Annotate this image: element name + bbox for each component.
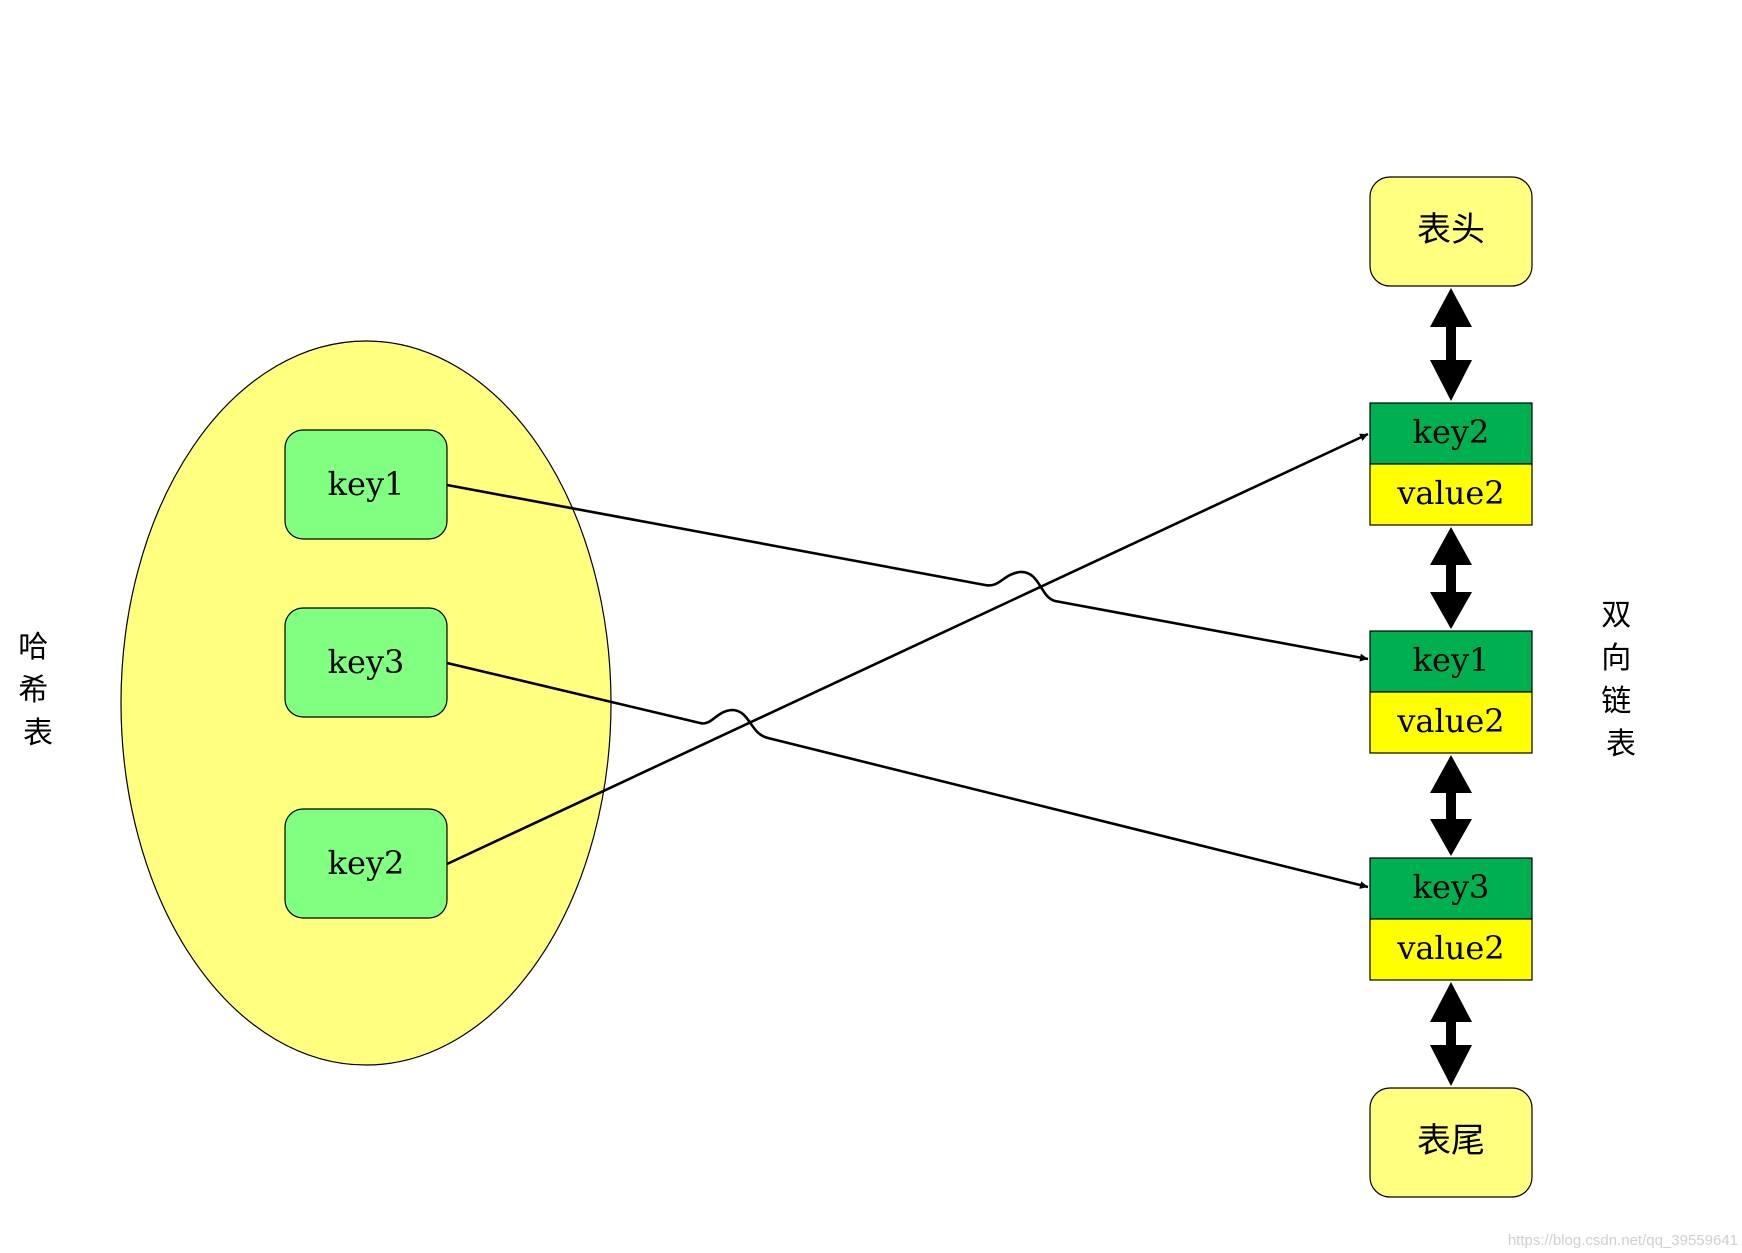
- node-value-label: value2: [1396, 702, 1504, 740]
- hash-key-key2: key2: [284, 808, 448, 919]
- double-arrow-node1-node2: [1430, 527, 1472, 629]
- node-value-label: value2: [1396, 929, 1504, 967]
- hash-key-label: key3: [328, 643, 405, 681]
- double-arrow-node2-node3: [1430, 755, 1472, 856]
- watermark: https://blog.csdn.net/qq_39559641: [1508, 1232, 1738, 1249]
- connector-key2: [446, 432, 1369, 866]
- list-head: 表头: [1369, 176, 1533, 287]
- list-node-key1: key1 value2: [1369, 630, 1533, 754]
- hash-key-label: key1: [328, 465, 405, 503]
- hash-key-key1: key1: [284, 429, 448, 540]
- connector-key3: [446, 661, 1369, 889]
- hash-table-label: 哈 希 表: [18, 630, 58, 751]
- double-arrow-head-node1: [1430, 288, 1472, 401]
- connector-key1: [446, 483, 1369, 662]
- double-arrow-node3-tail: [1430, 982, 1472, 1086]
- node-key-label: key2: [1413, 413, 1490, 451]
- hash-key-key3: key3: [284, 607, 448, 718]
- list-head-label: 表头: [1417, 210, 1485, 250]
- node-key-label: key1: [1413, 641, 1490, 679]
- list-node-key3: key3 value2: [1369, 857, 1533, 981]
- list-tail: 表尾: [1369, 1087, 1533, 1198]
- node-value-label: value2: [1396, 474, 1504, 512]
- linked-list-label: 双 向 链 表: [1601, 598, 1641, 762]
- hash-key-label: key2: [328, 844, 405, 882]
- list-tail-label: 表尾: [1417, 1121, 1485, 1161]
- list-node-key2: key2 value2: [1369, 402, 1533, 526]
- node-key-label: key3: [1413, 868, 1490, 906]
